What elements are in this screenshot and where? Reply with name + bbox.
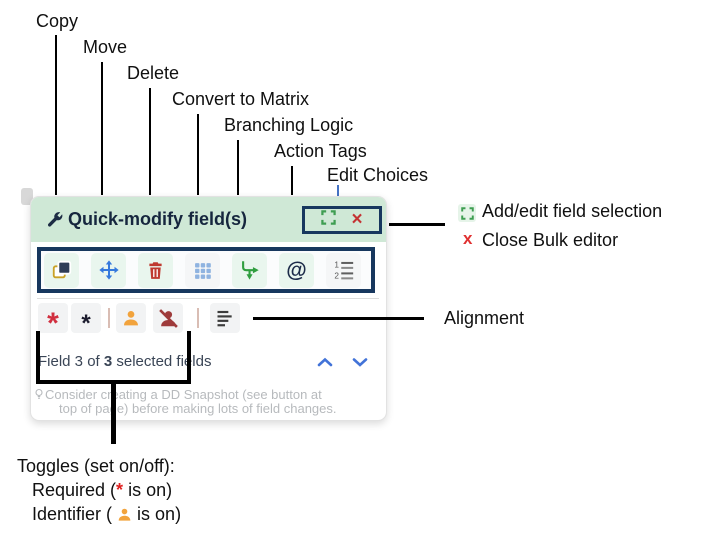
svg-text:2: 2 [334,271,339,280]
required-callout-label: Required (* is on) [32,479,172,501]
required-pre-text: Required ( [32,480,117,500]
edit-choices-callout-label: Edit Choices [327,165,429,185]
close-bulk-editor-button[interactable]: × [351,209,363,230]
header-buttons-callout-line [389,223,445,226]
delete-field-button[interactable] [138,252,173,288]
branching-logic-button[interactable] [232,252,267,288]
close-bulk-editor-callout-label: Close Bulk editor [482,230,619,250]
action-tags-callout-label: Action Tags [274,141,367,161]
branching-logic-icon [241,261,259,280]
copy-icon [52,260,71,279]
header-buttons-highlight-box: × [302,206,382,234]
move-callout-label: Move [83,37,128,57]
toggle-row-divider [197,308,199,328]
status-pre: Field 3 of [38,353,104,370]
edit-choices-button[interactable]: 1 2 [326,252,361,288]
trash-icon [149,261,162,279]
toolbar-highlight-box: @ 1 2 [37,247,375,293]
expand-icon [321,210,337,225]
identifier-person-icon [117,505,132,527]
convert-to-matrix-callout-line [197,114,199,195]
selected-fields-status: Field 3 of 3 selected fields [38,353,211,370]
identifier-on-person-icon [124,311,138,326]
panel-title: Quick-modify field(s) [68,209,248,229]
previous-field-chevron-up-button[interactable] [317,355,333,373]
chevron-up-icon [317,357,333,367]
required-post-text: is on) [123,480,173,500]
add-edit-selection-legend-tile [458,204,476,222]
identifier-off-person-slash-icon [158,308,178,328]
identifier-callout-label: Identifier ( is on) [32,503,181,527]
branching-logic-callout-line [237,140,239,195]
action-tags-callout-line [291,166,293,195]
delete-callout-line [149,88,151,195]
identifier-pre-text: Identifier ( [32,504,113,524]
alignment-callout-line [253,317,424,320]
identifier-on-toggle-button[interactable] [116,303,146,333]
copy-callout-label: Copy [36,11,79,31]
expand-icon [460,206,474,220]
dd-snapshot-tip-line2: top of page) before making lots of field… [59,401,337,416]
convert-to-matrix-button[interactable] [185,252,220,288]
toggles-bracket-bottom-line [36,380,191,384]
required-on-toggle-button[interactable]: * [38,303,68,340]
action-tags-button[interactable]: @ [279,252,314,288]
matrix-grid-icon [195,262,211,279]
identifier-off-toggle-button[interactable] [153,303,183,333]
wrench-icon [46,211,63,233]
add-edit-selection-expand-button[interactable] [321,210,337,230]
alignment-icon [217,310,232,327]
required-on-asterisk-icon: * [47,307,59,340]
next-field-chevron-down-button[interactable] [352,355,368,373]
move-callout-line [101,62,103,195]
copy-field-button[interactable] [44,252,79,288]
toggle-row-divider [108,308,110,328]
lightbulb-icon [34,388,44,407]
delete-callout-label: Delete [127,63,180,83]
required-off-toggle-button[interactable]: * [71,303,101,337]
close-x-legend-icon: x [463,229,473,248]
action-tags-at-icon: @ [286,258,307,282]
quick-modify-panel: Quick-modify field(s) × [30,196,387,421]
toolbar-divider [37,298,379,299]
edit-choices-callout-line [337,185,339,196]
toggles-callout-title: Toggles (set on/off): [17,456,175,476]
dd-snapshot-tip-line1: Consider creating a DD Snapshot (see but… [45,387,322,402]
add-edit-selection-callout-label: Add/edit field selection [482,201,663,221]
toggles-bracket-stem-line [111,384,116,444]
svg-text:1: 1 [334,260,339,269]
toggles-bracket-right-line [187,331,191,383]
status-post: selected fields [112,353,212,370]
edit-choices-numbered-list-icon: 1 2 [334,260,353,280]
move-icon [98,260,119,280]
branching-logic-callout-label: Branching Logic [224,115,354,135]
identifier-post-text: is on) [137,504,182,524]
chevron-down-icon [352,358,368,367]
toggles-bracket-left-line [36,331,40,383]
status-count: 3 [103,353,113,370]
move-field-button[interactable] [91,252,126,288]
copy-callout-line [55,35,57,195]
panel-header: Quick-modify field(s) × [31,197,386,242]
convert-to-matrix-callout-label: Convert to Matrix [172,89,310,109]
required-off-asterisk-icon: * [81,309,91,337]
required-red-asterisk-icon: * [116,480,124,500]
alignment-button[interactable] [210,303,240,333]
alignment-callout-label: Alignment [444,308,525,328]
